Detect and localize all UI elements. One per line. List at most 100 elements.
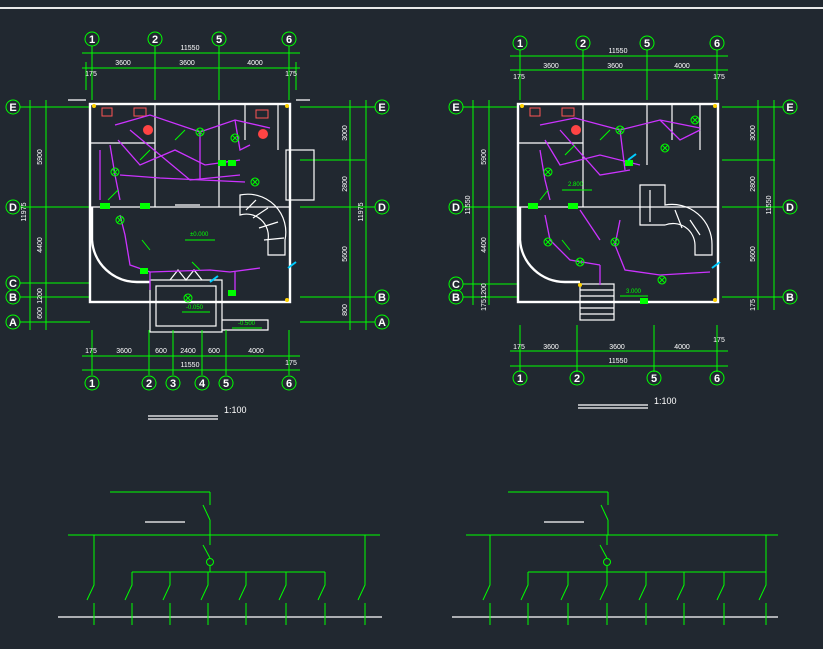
dim: 175 [513,344,525,351]
axis-label: 2 [152,34,158,46]
dim: 3600 [179,60,195,67]
axis-label: D [452,202,460,214]
right-bottom-dimensions: 175 3600 3600 4000 175 11550 [510,325,728,372]
axis-label: 2 [580,38,586,50]
axis-label: E [786,102,793,114]
axis-label: A [9,317,17,329]
dim-total-left: 11550 [465,195,472,214]
axis-label: C [452,279,460,291]
left-scale: 1:100 [148,405,247,420]
axis-label: 1 [517,373,523,385]
dim: 3000 [750,125,757,141]
axis-label: 6 [714,373,720,385]
axis-label: 1 [89,378,95,390]
dim: 4400 [37,237,44,253]
dim: 600 [37,307,44,319]
branch-breakers [482,572,767,625]
right-side-dimensions-right: 3000 2800 5600 175 11550 [722,100,783,311]
left-right-axis-bubbles: E D B A [374,99,390,330]
dim: 4000 [247,60,263,67]
right-distribution-diagram [452,491,778,625]
dim: 175 [713,74,725,81]
axis-label: B [786,292,794,304]
left-plan-lamps [100,127,297,303]
dim: 800 [342,304,349,316]
branch-breakers [86,572,366,625]
axis-label: 6 [286,34,292,46]
axis-label: 6 [714,38,720,50]
right-plan-lamps [528,115,721,304]
scale-label: 1:100 [224,405,247,415]
right-plan-walls [516,102,720,321]
elevation-label: ±0.000 [190,232,209,238]
right-floor-plan: 1 2 5 6 11550 3600 3600 4000 175 175 E D… [448,35,798,409]
axis-label: D [378,202,386,214]
dim: 3000 [342,125,349,141]
axis-label: C [9,278,17,290]
dim: 3600 [609,344,625,351]
right-bottom-axis-bubbles: 1 2 5 6 [512,370,725,386]
left-plan-walls [68,99,315,333]
elevation-label: -0.500 [238,321,256,327]
dim: 175 [285,71,297,78]
dim: 5900 [481,149,488,165]
axis-label: B [9,292,17,304]
dim: 3600 [116,348,132,355]
dim: 3600 [607,63,623,70]
dim: 600 [208,348,220,355]
axis-label: 1 [89,34,95,46]
dim: 175 [481,299,488,311]
dim: 1200 [481,283,488,299]
dim: 3600 [543,344,559,351]
dim: 4000 [674,344,690,351]
right-side-dimensions-left: 11550 5900 4400 1200 175 [463,100,518,311]
dim: 1200 [37,288,44,304]
axis-label: 5 [216,34,222,46]
right-row-axis-bubbles: E D C B [448,99,464,305]
left-row-axis-bubbles: E D C B A [5,99,21,330]
left-bottom-dimensions: 175 3600 600 2400 600 4000 175 11550 [82,330,300,375]
dim: 4000 [248,348,264,355]
axis-label: 5 [651,373,657,385]
dim: 2800 [750,176,757,192]
axis-label: E [9,102,16,114]
elevation-label: 3.000 [626,289,642,295]
left-plan-wiring [99,114,271,295]
axis-label: D [786,202,794,214]
dim-total-top: 11550 [181,45,200,52]
dim: 3600 [543,63,559,70]
right-top-dimensions: 11550 3600 3600 4000 175 175 [510,48,728,100]
dim: 175 [85,348,97,355]
axis-label: 4 [199,378,206,390]
axis-label: 3 [170,378,176,390]
dim: 175 [285,360,297,367]
dim: 4400 [481,237,488,253]
left-bottom-axis-bubbles: 1 2 3 4 5 6 [84,375,297,391]
right-plan-fixtures [520,104,717,302]
dim: 175 [750,299,757,311]
axis-label: 5 [644,38,650,50]
axis-label: 1 [517,38,523,50]
axis-label: A [378,317,386,329]
left-right-side-dimensions: 3000 2800 5600 800 11975 [300,100,375,330]
left-plan-fixtures [92,104,289,302]
axis-label: E [452,102,459,114]
dim-total-bottom: 11550 [609,358,628,365]
axis-label: B [452,292,460,304]
dim-total-right: 11975 [358,202,365,221]
left-floor-plan: 1 2 5 6 11550 3600 3600 4000 175 175 E D [5,31,390,420]
title-bar-area [0,0,823,8]
left-distribution-diagram [58,491,382,625]
dim: 2400 [180,348,196,355]
dim: 175 [513,74,525,81]
left-plan-elevations: ±0.000 -0.050 -0.500 [182,232,262,329]
axis-label: 5 [223,378,229,390]
right-scale: 1:100 [578,396,677,409]
dim: 175 [85,71,97,78]
axis-label: D [9,202,17,214]
dim: 175 [713,337,725,344]
dim-total-bottom: 11550 [181,362,200,369]
axis-label: E [378,102,385,114]
top-border-line [0,7,823,9]
